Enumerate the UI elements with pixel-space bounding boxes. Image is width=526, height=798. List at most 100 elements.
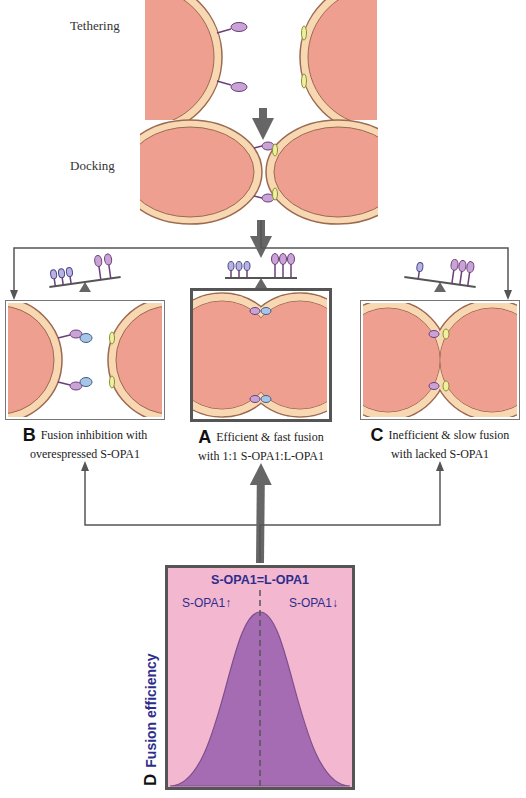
flow-arrow <box>256 474 265 563</box>
l-opa1-protein <box>231 23 247 32</box>
mitochondrion <box>8 303 162 417</box>
seesaw <box>58 268 65 278</box>
flow-arrow <box>257 220 265 247</box>
l-opa1-protein <box>254 142 278 202</box>
seesaw <box>452 270 454 284</box>
seesaw <box>466 261 474 273</box>
seesaw <box>404 277 475 287</box>
curve-label: S-OPA1↑ <box>182 596 231 610</box>
opa1-complex <box>261 396 271 403</box>
mitochondrion <box>140 120 262 224</box>
axis-label-block: D Fusion efficiency <box>140 563 162 792</box>
seesaw <box>404 253 479 292</box>
opa1-complex <box>250 308 271 403</box>
seesaw <box>238 270 240 278</box>
seesaw <box>274 264 276 278</box>
panel-caption-block: BFusion inhibition with overespressed S-… <box>5 425 165 461</box>
seesaw <box>416 262 423 272</box>
flow-arrow <box>85 466 260 563</box>
l-opa1-protein <box>217 29 231 33</box>
seesaw <box>228 262 234 271</box>
mitochondrion <box>363 303 517 417</box>
l-opa1-protein <box>217 23 247 92</box>
mitochondrion <box>440 308 517 412</box>
seesaw <box>460 271 462 285</box>
mitochondrion <box>274 127 378 217</box>
mitochondrion <box>266 120 378 224</box>
mitochondrion <box>145 0 222 120</box>
graph-background <box>165 565 355 790</box>
mitochondrion <box>145 0 214 120</box>
mitochondrion <box>266 120 378 224</box>
seesaw <box>288 254 295 265</box>
s-opa1-complex <box>58 335 70 338</box>
panel-caption: Fusion inhibition with overespressed S-O… <box>30 428 147 461</box>
mitochondrion <box>140 127 254 217</box>
mitochondrion <box>363 308 440 412</box>
stage-illustration: Tethering <box>60 0 460 108</box>
mitochondrion <box>308 0 377 120</box>
mitochondrion <box>300 0 377 120</box>
mitochondrion <box>441 309 518 412</box>
l-opa1-protein <box>254 146 262 148</box>
axis-label: Fusion efficiency <box>143 653 159 767</box>
seesaw <box>66 267 73 277</box>
seesaw <box>225 277 297 279</box>
seesaw <box>230 270 232 278</box>
s-opa1-complex <box>58 330 115 390</box>
graph-panel: S-OPA1=L-OPA1S-OPA1↑S-OPA1↓ D Fusion effic… <box>140 563 357 792</box>
panel-box: BFusion inhibition with overespressed S-… <box>5 300 165 461</box>
seesaw <box>54 278 55 286</box>
seesaw <box>450 259 458 271</box>
mitochondrion <box>300 0 377 120</box>
mitochondrion <box>363 303 448 417</box>
mitochondrion <box>239 294 327 416</box>
seesaw <box>272 254 279 265</box>
mitochondrion <box>247 302 328 409</box>
panel-box: CInefficient & slow fusion with lacked S… <box>360 300 520 461</box>
panel-box: AEfficient & fast fusion with 1:1 S-OPA1… <box>190 258 332 463</box>
seesaw <box>225 254 297 289</box>
l-opa1-protein <box>273 144 278 156</box>
opa1-complex <box>429 383 439 390</box>
seesaw <box>282 264 284 278</box>
stage-illustration: Docking <box>60 140 460 220</box>
mitochondrion <box>432 303 517 417</box>
opa1-complex <box>250 396 260 403</box>
center-line <box>259 590 261 786</box>
seesaw <box>50 269 57 279</box>
cardiolipin-site <box>302 26 307 88</box>
l-opa1-protein <box>217 81 231 85</box>
panel-frame <box>5 300 165 420</box>
s-opa1-complex <box>80 334 92 343</box>
seesaw <box>418 271 419 279</box>
panel-letter: D <box>141 774 160 786</box>
seesaw <box>109 265 111 279</box>
stage-label: Docking <box>70 158 115 174</box>
panel-caption: Efficient & fast fusion with 1:1 S-OPA1:… <box>198 430 324 463</box>
seesaw <box>62 277 63 285</box>
cardiolipin-site <box>302 26 307 40</box>
panel-frame <box>360 300 520 420</box>
seesaw <box>49 277 120 287</box>
panel-letter: A <box>198 427 211 447</box>
mitochondrion <box>8 303 62 417</box>
opa1-complex <box>443 381 449 391</box>
opa1-complex <box>429 329 449 391</box>
flow-arrow <box>14 220 261 295</box>
seesaw <box>458 260 466 272</box>
s-opa1-complex <box>80 378 92 387</box>
seesaw <box>404 253 479 287</box>
l-opa1-protein <box>231 83 247 92</box>
seesaw <box>104 254 112 266</box>
mitochondrion <box>363 309 440 412</box>
seesaw <box>46 253 121 287</box>
mitochondrion <box>8 306 54 414</box>
mitochondrion <box>116 306 162 414</box>
flow-arrow <box>261 220 508 295</box>
graph-frame: S-OPA1=L-OPA1S-OPA1↑S-OPA1↓ <box>165 565 355 790</box>
l-opa1-protein <box>254 196 262 198</box>
